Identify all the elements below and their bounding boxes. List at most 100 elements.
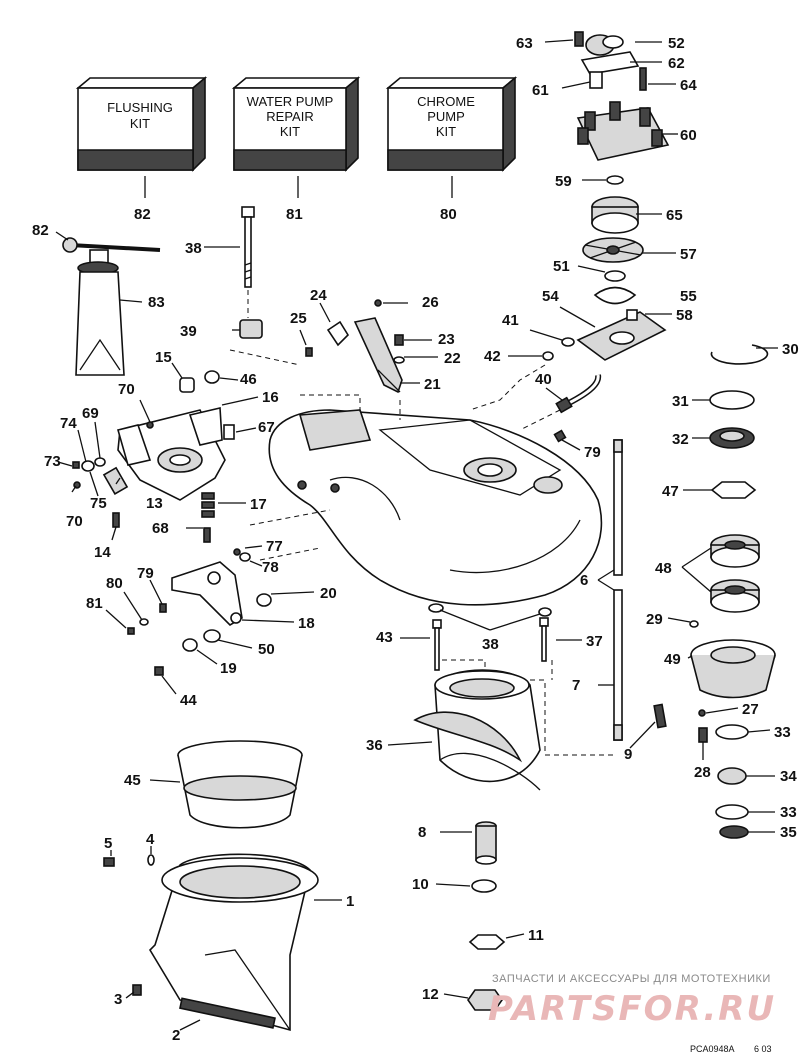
callout-47: 46 bbox=[240, 371, 257, 388]
kit-repair-line2: REPAIR bbox=[266, 109, 313, 124]
pump-cover-61-part bbox=[576, 101, 670, 161]
o-ring-33-lower-part bbox=[715, 804, 749, 820]
kit-chrome-line3: KIT bbox=[436, 124, 456, 139]
cap-34-part bbox=[717, 767, 747, 785]
callout-40: 39 bbox=[180, 323, 197, 340]
callout-77: 79 bbox=[137, 565, 154, 582]
callout-28: 28 bbox=[694, 764, 711, 781]
callout-10: 10 bbox=[412, 876, 429, 893]
callout-41: 40 bbox=[535, 371, 552, 388]
bracket-21-part bbox=[353, 317, 403, 394]
plate-55-part bbox=[576, 311, 667, 361]
bolt-14-part bbox=[112, 512, 120, 528]
callout-31: 31 bbox=[672, 393, 689, 410]
fitting-3-part bbox=[132, 984, 142, 996]
callout-6: 6 bbox=[580, 572, 588, 589]
callout-19: 19 bbox=[220, 660, 237, 677]
callout-13: 13 bbox=[146, 495, 163, 512]
bearing-49-upper-part bbox=[710, 534, 760, 568]
callout-4: 4 bbox=[146, 831, 155, 848]
callout-70-lower: 70 bbox=[66, 513, 83, 530]
nut-43-part bbox=[542, 351, 554, 361]
callout-42: 41 bbox=[502, 312, 519, 329]
callout-59: 58 bbox=[676, 307, 693, 324]
callout-23: 23 bbox=[438, 331, 455, 348]
nozzle-1-part bbox=[148, 853, 319, 1032]
callout-24: 24 bbox=[310, 287, 327, 304]
callout-36: 36 bbox=[366, 737, 383, 754]
kit-flushing-line2: KIT bbox=[130, 116, 150, 131]
washer-42-part bbox=[561, 337, 575, 347]
fitting-28-part bbox=[698, 727, 708, 743]
drawing-date: 6 03 bbox=[754, 1044, 772, 1054]
callout-43: 42 bbox=[484, 348, 501, 365]
drive-shaft-6-part bbox=[613, 439, 623, 576]
callout-72: 74 bbox=[60, 415, 77, 432]
steering-bracket-13-part bbox=[117, 407, 226, 501]
small-hardware-22-26 bbox=[305, 299, 405, 364]
callout-1: 1 bbox=[346, 893, 354, 910]
o-ring-60-part bbox=[606, 175, 624, 185]
fitting-74-part bbox=[553, 429, 567, 443]
callout-78: 80 bbox=[106, 575, 123, 592]
stator-36-part bbox=[413, 669, 541, 791]
kit-chrome-line1: CHROME bbox=[417, 94, 475, 109]
callout-33-upper: 33 bbox=[774, 724, 791, 741]
callout-15: 15 bbox=[155, 349, 172, 366]
kit-flushing-line1: FLUSHING bbox=[107, 100, 173, 115]
callout-7: 7 bbox=[572, 677, 580, 694]
flushing-attachment-part bbox=[62, 237, 161, 376]
kit-box-water-pump-repair: WATER PUMP REPAIR KIT bbox=[231, 76, 361, 172]
pump-top-parts bbox=[574, 31, 647, 91]
callout-76: 78 bbox=[262, 559, 279, 576]
bearing-housing-50-part bbox=[690, 639, 776, 699]
impeller-housing-66-part bbox=[591, 196, 639, 234]
key-9-part bbox=[653, 703, 667, 729]
callout-labels: 82 81 80 82 83 38 39 63 52 62 61 64 60 5… bbox=[32, 35, 799, 1044]
watermark-caption: ЗАПЧАСТИ И АКСЕССУАРЫ ДЛЯ МОТОТЕХНИКИ bbox=[492, 973, 771, 985]
callout-30: 30 bbox=[782, 341, 799, 358]
leader-lines bbox=[55, 39, 778, 1031]
o-ring-33-upper-part bbox=[715, 724, 749, 740]
sleeve-8-part bbox=[475, 821, 497, 865]
kit-repair-line3: KIT bbox=[280, 124, 300, 139]
callout-35: 35 bbox=[780, 824, 797, 841]
callout-25: 25 bbox=[290, 310, 307, 327]
callout-67: 67 bbox=[258, 419, 275, 436]
linkage-hardware bbox=[127, 548, 272, 676]
callout-84: 83 bbox=[148, 294, 165, 311]
callout-71: 73 bbox=[44, 453, 61, 470]
callout-54: 52 bbox=[668, 35, 685, 52]
callout-2: 2 bbox=[172, 1027, 180, 1044]
seal-35-part bbox=[719, 825, 749, 839]
callout-57: 55 bbox=[680, 288, 697, 305]
callout-80: 80 bbox=[440, 206, 457, 223]
callout-16: 16 bbox=[262, 389, 279, 406]
callout-8: 8 bbox=[418, 824, 426, 841]
callout-46: 45 bbox=[124, 772, 141, 789]
stator-bolts-37-44 bbox=[428, 603, 552, 671]
callout-60: 59 bbox=[555, 173, 572, 190]
nut-12-part bbox=[467, 989, 503, 1011]
callout-58: 57 bbox=[680, 246, 697, 263]
callout-20: 20 bbox=[320, 585, 337, 602]
washer-10-part bbox=[471, 879, 497, 893]
watermark-brand: PARTSFOR.RU bbox=[488, 989, 776, 1029]
callout-12: 12 bbox=[422, 986, 439, 1003]
bushing-40-part bbox=[239, 319, 263, 339]
callout-5: 5 bbox=[104, 835, 112, 852]
kit-repair-line1: WATER PUMP bbox=[247, 94, 334, 109]
pump-housing-main-part bbox=[268, 409, 603, 606]
seal-32-part bbox=[709, 427, 755, 449]
callout-37: 37 bbox=[586, 633, 603, 650]
callout-34: 34 bbox=[780, 768, 797, 785]
callout-33-lower: 33 bbox=[780, 804, 797, 821]
linkage-plate-18-part bbox=[171, 561, 243, 627]
bearing-49-lower-part bbox=[710, 579, 760, 613]
hose-41-part bbox=[555, 374, 602, 414]
bracket-hardware-left bbox=[72, 370, 235, 495]
bolt-68-part bbox=[203, 527, 211, 543]
callout-17: 17 bbox=[250, 496, 267, 513]
callout-22: 22 bbox=[444, 350, 461, 367]
